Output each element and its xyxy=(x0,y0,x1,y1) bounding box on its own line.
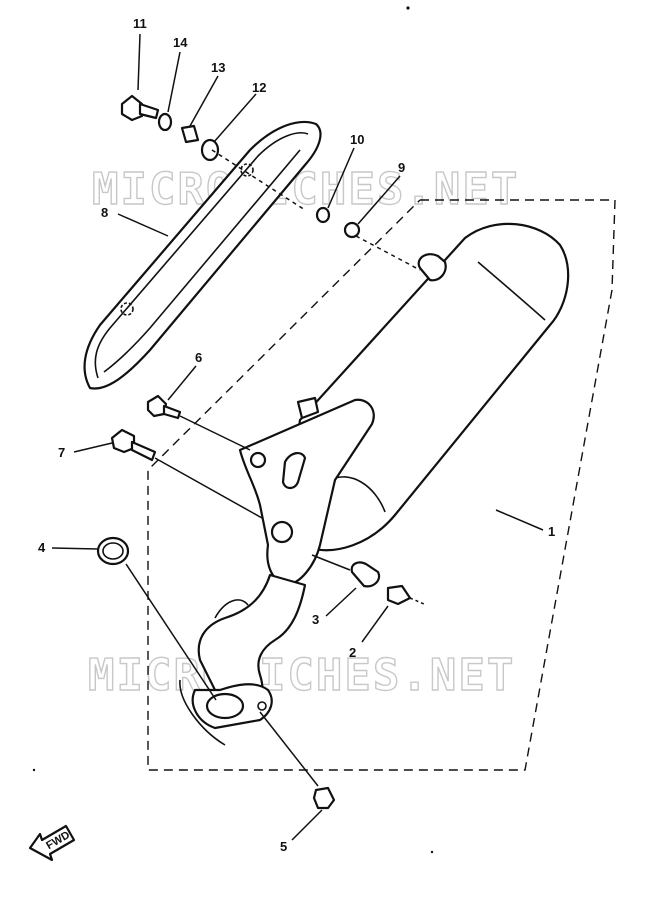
callout-7: 7 xyxy=(58,445,65,460)
callout-5: 5 xyxy=(280,839,287,854)
bolt-6 xyxy=(146,394,182,420)
collar-2 xyxy=(386,584,412,606)
washer-14 xyxy=(157,112,173,132)
callout-labels: 11 14 13 12 10 9 8 6 7 4 1 3 2 5 xyxy=(38,16,555,854)
gasket-4 xyxy=(96,536,130,566)
callout-11: 11 xyxy=(133,16,147,31)
callout-1: 1 xyxy=(548,524,555,539)
grommet-3 xyxy=(350,561,381,588)
washer-9 xyxy=(343,221,361,239)
bolt-7 xyxy=(110,428,157,462)
callout-8: 8 xyxy=(101,205,108,220)
callout-3: 3 xyxy=(312,612,319,627)
washer-10 xyxy=(315,206,331,224)
leader-lines xyxy=(51,33,544,841)
scan-speck xyxy=(406,6,410,10)
bolt-11 xyxy=(120,94,160,122)
watermark-bottom: MICROFICHES.NET xyxy=(88,650,515,701)
callout-9: 9 xyxy=(398,160,405,175)
callout-14: 14 xyxy=(173,35,188,50)
callout-12: 12 xyxy=(252,80,266,95)
callout-4: 4 xyxy=(38,540,46,555)
watermark-top: MICROFICHES.NET xyxy=(92,164,519,215)
assembly-outline xyxy=(147,199,616,771)
callout-13: 13 xyxy=(211,60,225,75)
damper-12 xyxy=(200,138,220,162)
heat-shield xyxy=(83,120,322,390)
collar-13 xyxy=(180,124,200,144)
scan-speck xyxy=(430,850,434,854)
callout-10: 10 xyxy=(350,132,364,147)
bracket xyxy=(238,396,375,587)
fwd-arrow-icon: FWD xyxy=(28,824,76,862)
callout-6: 6 xyxy=(195,350,202,365)
scan-speck xyxy=(32,768,36,772)
nut-5 xyxy=(312,786,336,810)
callout-2: 2 xyxy=(349,645,356,660)
